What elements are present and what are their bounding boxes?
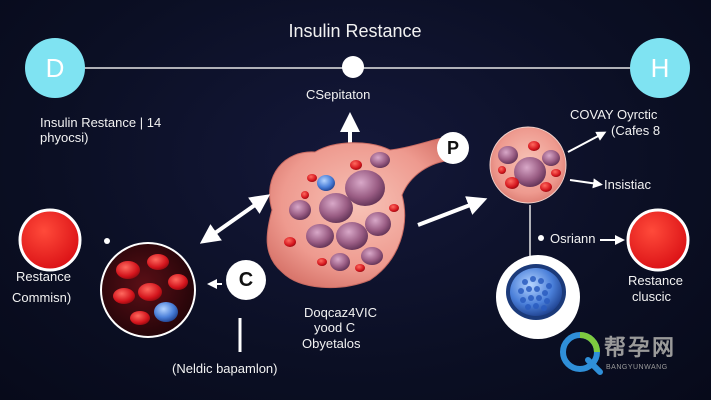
label-bottom-center-3: Obyetalos bbox=[302, 336, 361, 351]
cluster-to-label-arrow-2 bbox=[569, 178, 603, 189]
top-center-node bbox=[342, 56, 364, 78]
h-node-label: H bbox=[650, 52, 670, 83]
c-node-label: C bbox=[238, 268, 254, 291]
label-top-left-1: Insulin Restance | 14 bbox=[40, 115, 162, 130]
central-cell-cluster bbox=[284, 152, 399, 272]
h-node-circle bbox=[630, 38, 690, 98]
right-red-node bbox=[626, 208, 690, 272]
right-diagonal-arrow bbox=[417, 196, 488, 227]
d-node-label: D bbox=[45, 52, 65, 83]
label-bottom-center-2: yood C bbox=[314, 320, 356, 335]
label-bottom-left: (Neldic bapamlon) bbox=[172, 361, 278, 376]
label-top-left-2: phyocsi) bbox=[40, 130, 89, 145]
right-cell-cluster bbox=[489, 126, 567, 204]
left-diagonal-arrow bbox=[199, 194, 271, 244]
left-small-dot bbox=[104, 238, 110, 244]
p-node-circle bbox=[437, 132, 469, 164]
left-red-node bbox=[18, 208, 82, 272]
watermark-en: BANGYUNWANG bbox=[606, 364, 668, 371]
blue-cell-bubble bbox=[496, 255, 580, 339]
label-bottom-center-1: Doqcaz4VIC bbox=[304, 305, 377, 320]
diagram-title: Insulin Restance bbox=[288, 21, 422, 41]
label-top-center: CSepitaton bbox=[306, 87, 371, 102]
p-node-label: P bbox=[446, 137, 459, 158]
label-left-2: Commisn) bbox=[12, 290, 72, 305]
label-left-1: Restance bbox=[16, 269, 71, 284]
label-top-right-2: (Cafes 8 bbox=[611, 123, 661, 138]
osriann-dot bbox=[538, 235, 544, 241]
label-top-right-1: COVAY Oyrctic bbox=[570, 107, 658, 122]
label-right-mid: Insistiac bbox=[604, 177, 651, 192]
watermark-logo bbox=[560, 332, 603, 375]
label-right-dot: Osriann bbox=[550, 231, 596, 246]
label-right-2: cluscic bbox=[632, 289, 672, 304]
d-node-circle bbox=[25, 38, 85, 98]
cluster-to-label-arrow-1 bbox=[567, 131, 607, 153]
label-right-1: Restance bbox=[628, 273, 683, 288]
c-node-circle bbox=[226, 260, 266, 300]
watermark-cn: 帮孕网 bbox=[604, 335, 677, 360]
blood-cell-bubble bbox=[100, 242, 196, 338]
